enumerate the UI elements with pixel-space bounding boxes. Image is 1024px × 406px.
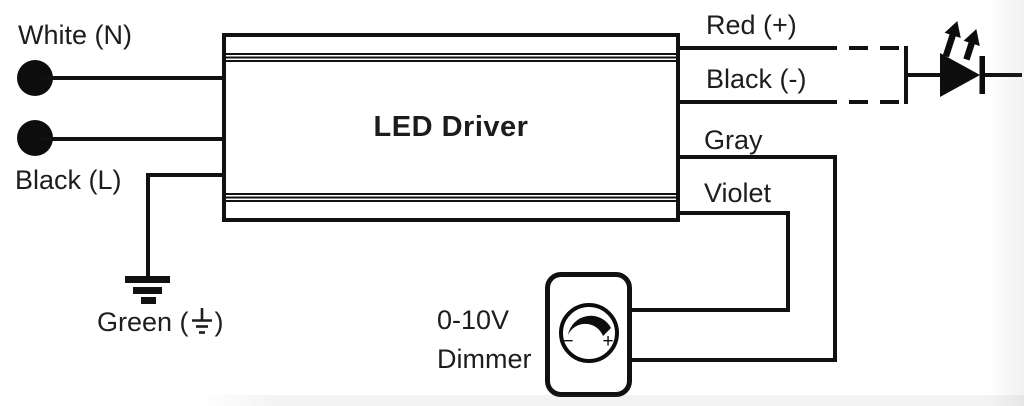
photo-edge-shading-bottom (200, 395, 1024, 406)
photo-edge-shading-right (988, 0, 1024, 406)
led-emission-arrows-icon (942, 21, 980, 61)
ground-label-suffix: ) (214, 307, 224, 337)
red-wire (680, 46, 818, 50)
ground-wire-label: Green ( ) (97, 307, 224, 338)
violet-wire-vertical (786, 211, 790, 312)
dimmer-knob-icon: − + (559, 303, 619, 363)
gray-wire (680, 155, 837, 159)
line-wire-label: Black (L) (15, 165, 122, 195)
violet-wire-label: Violet (704, 178, 772, 208)
driver-box-bottom-stripe (226, 193, 676, 202)
led-anode-wire (904, 73, 944, 77)
gray-wire-bottom (630, 358, 837, 362)
driver-title: LED Driver (373, 111, 529, 143)
violet-wire (680, 211, 790, 215)
dimmer-label-line1: 0-10V (437, 305, 510, 335)
negative-wire-label: Black (-) (706, 64, 807, 94)
neutral-wire (40, 76, 222, 80)
neutral-wire-label: White (N) (18, 20, 132, 50)
knob-max-mark: + (602, 331, 613, 352)
black-output-wire-dashed (818, 100, 906, 104)
ground-wire-vertical (146, 175, 150, 279)
ground-label-prefix: Green ( (97, 307, 189, 337)
gray-wire-vertical (833, 155, 837, 362)
led-diode-icon (940, 53, 985, 97)
black-output-wire (680, 100, 818, 104)
dimmer-label-line2: Dimmer (437, 344, 532, 374)
knob-min-mark: − (562, 331, 573, 352)
earth-ground-glyph-icon (191, 308, 212, 334)
led-cathode-wire (983, 73, 1022, 77)
positive-wire-label: Red (+) (706, 10, 797, 40)
gray-wire-label: Gray (704, 125, 763, 155)
ground-wire-horizontal (146, 173, 222, 177)
violet-wire-bottom (630, 308, 790, 312)
led-driver-box: LED Driver (222, 33, 680, 222)
red-wire-dashed (818, 46, 906, 50)
line-wire (40, 137, 222, 141)
driver-box-top-stripe (226, 53, 676, 62)
